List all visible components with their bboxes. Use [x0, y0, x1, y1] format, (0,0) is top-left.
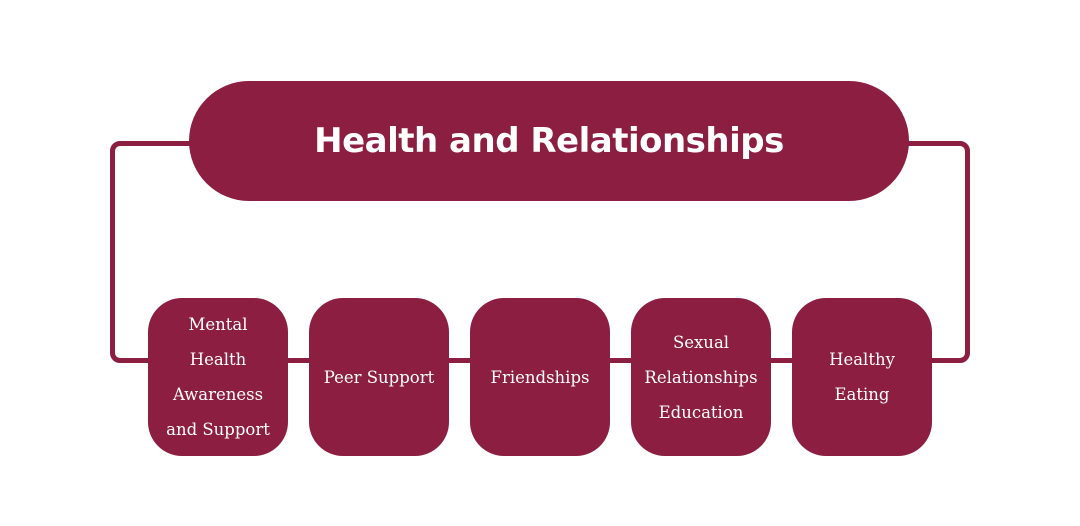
topic-box-sexual-relationships: Sexual Relationships Education	[631, 298, 771, 456]
topic-label: Mental Health Awareness and Support	[166, 315, 270, 439]
topic-box-friendships: Friendships	[470, 298, 610, 456]
topic-label: Healthy Eating	[829, 350, 895, 404]
topic-box-peer-support: Peer Support	[309, 298, 449, 456]
topic-label: Friendships	[490, 367, 590, 387]
topic-label: Sexual Relationships Education	[644, 332, 758, 422]
topic-label: Peer Support	[323, 367, 435, 387]
topic-box-mental-health: Mental Health Awareness and Support	[148, 298, 288, 456]
topic-box-healthy-eating: Healthy Eating	[792, 298, 932, 456]
title-box: Health and Relationships	[189, 81, 909, 201]
diagram-title: Health and Relationships	[314, 121, 784, 161]
